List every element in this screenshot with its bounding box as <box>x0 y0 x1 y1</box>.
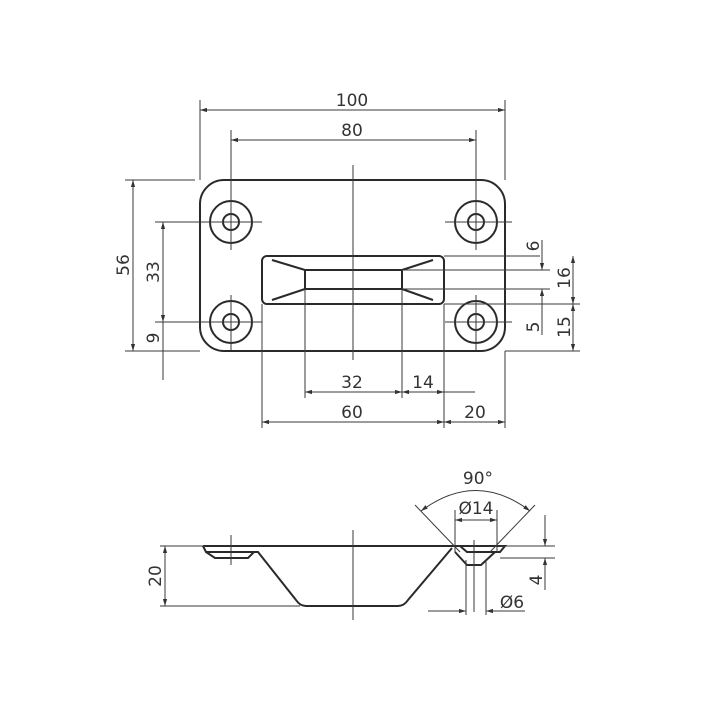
dim-countersink-diameter: Ø14 <box>458 499 493 519</box>
dim-depth: 20 <box>146 565 166 587</box>
dim-slot-width: 60 <box>341 403 363 423</box>
dim-slot-inner-width: 32 <box>341 373 363 393</box>
dim-slot-bottom: 15 <box>555 316 575 338</box>
side-profile <box>202 545 508 607</box>
dim-slot-top: 6 <box>524 241 544 252</box>
dim-countersink-depth: 4 <box>527 575 547 586</box>
dim-countersink-angle: 90° <box>463 469 493 489</box>
dim-width-total: 100 <box>336 91 368 111</box>
dim-hole-diameter: Ø6 <box>500 593 524 613</box>
dim-slot-height: 16 <box>555 267 575 289</box>
dim-slot-right-margin: 20 <box>464 403 486 423</box>
side-view: 20 90° Ø14 4 Ø6 <box>146 469 555 620</box>
dim-height-total: 56 <box>114 254 134 276</box>
dim-hole-offset: 9 <box>144 333 164 344</box>
dim-hole-spacing-y: 33 <box>144 261 164 283</box>
top-view: 100 80 56 33 9 6 16 5 15 32 14 60 20 <box>114 91 580 428</box>
dim-hole-spacing-x: 80 <box>341 121 363 141</box>
dim-slot-inner-right: 14 <box>412 373 434 393</box>
dim-slot-inner: 5 <box>524 322 544 333</box>
